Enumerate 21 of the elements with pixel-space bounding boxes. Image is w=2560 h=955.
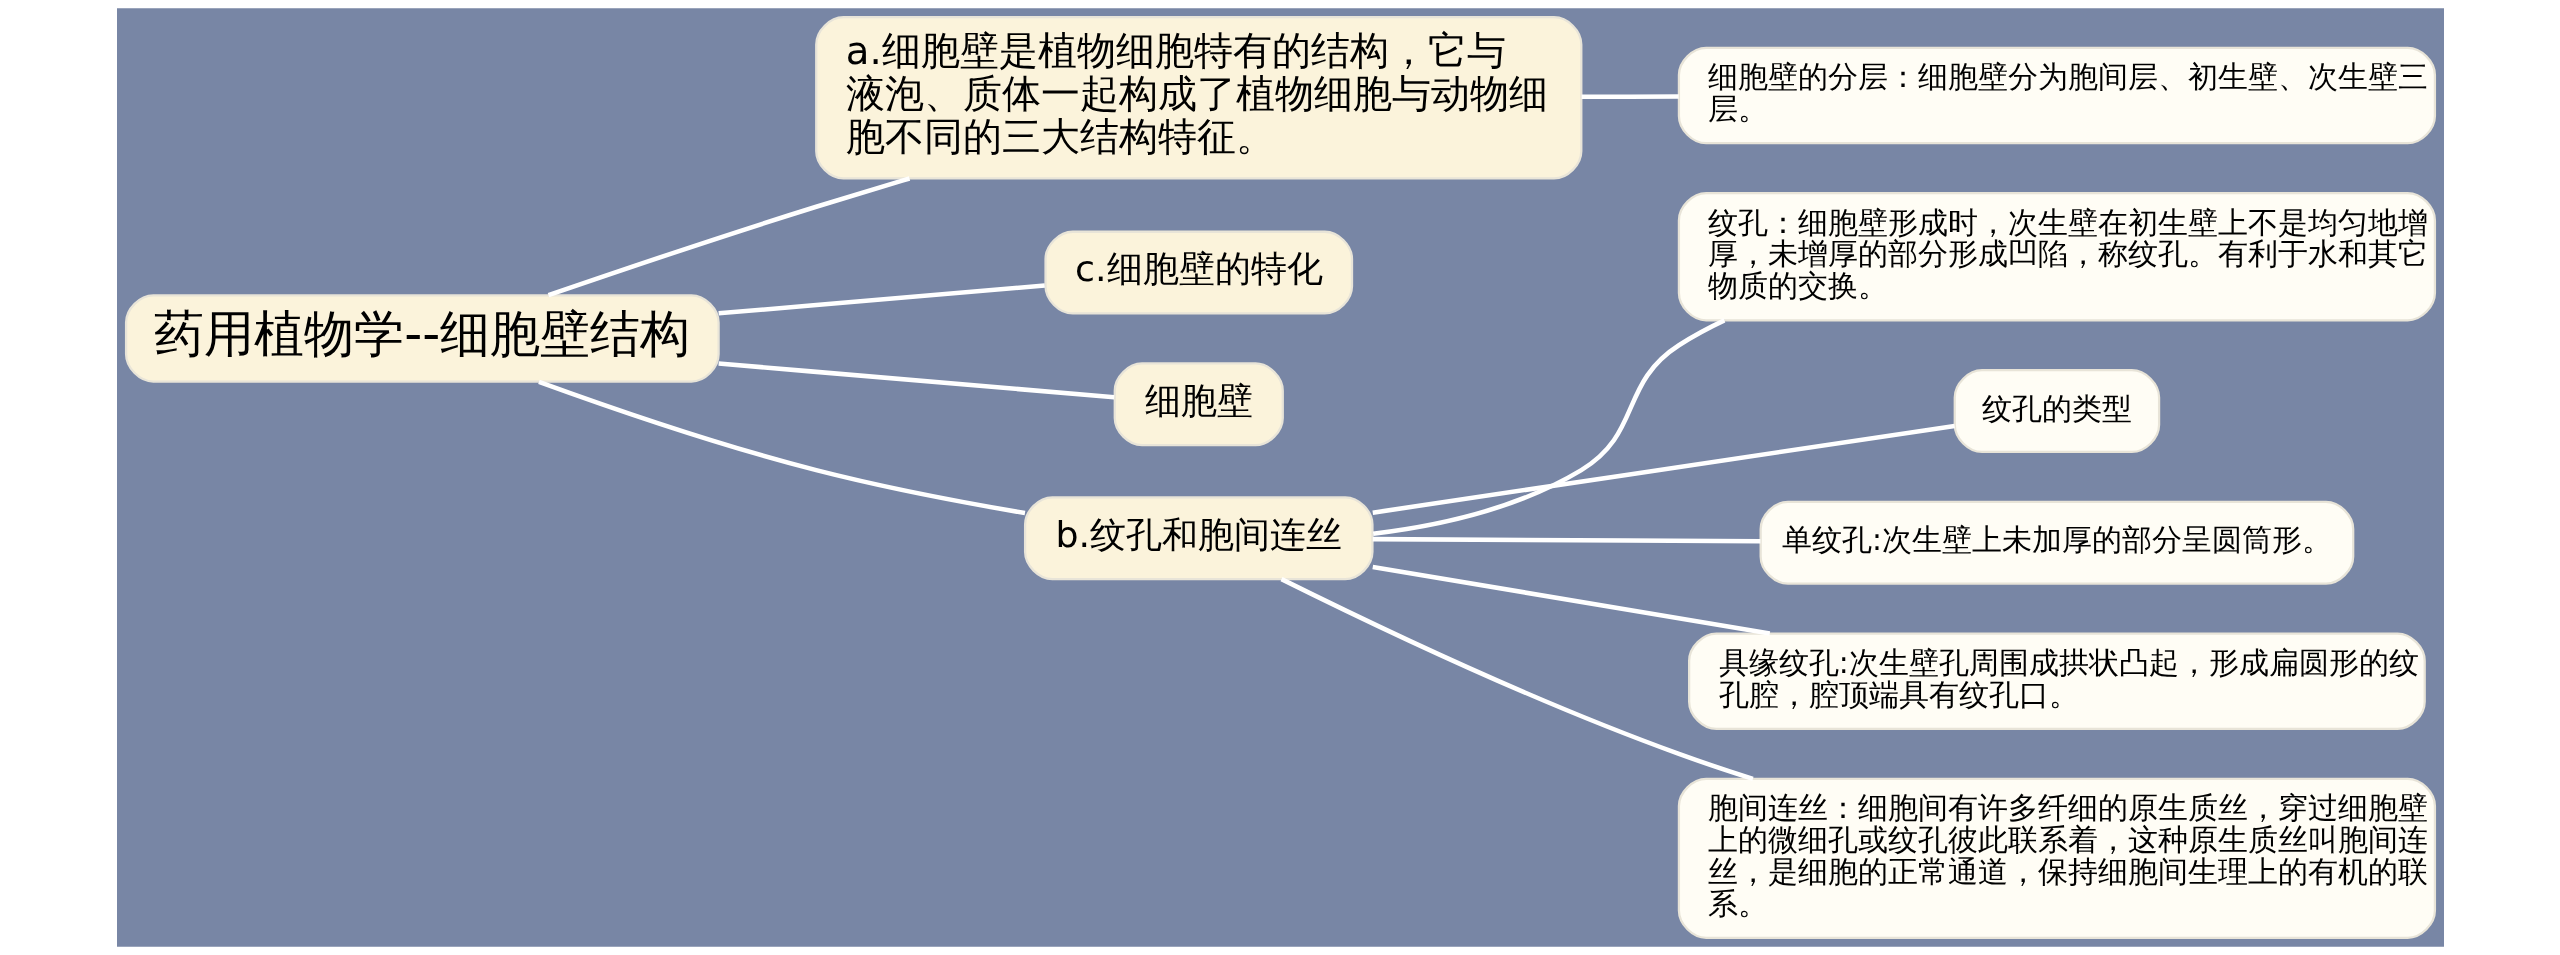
node-box: b.纹孔和胞间连丝: [1023, 496, 1374, 581]
node-box: 纹孔：细胞壁形成时，次生壁在初生壁上不是均匀地增厚，未增厚的部分形成凹陷，称纹孔。有利于水和其它物质的交换。: [1677, 192, 2436, 322]
connector: [717, 361, 1114, 400]
node-box: 具缘纹孔:次生壁孔周围成拱状凸起，形成扁圆形的纹孔腔，腔顶端具有纹孔口。: [1687, 632, 2426, 731]
connector: [717, 283, 1045, 316]
node-box: 细胞壁: [1113, 362, 1284, 447]
node-box: 细胞壁的分层：细胞壁分为胞间层、初生壁、次生壁三层。: [1677, 46, 2436, 145]
connector: [1371, 423, 1955, 515]
connector: [1280, 577, 1754, 782]
connector: [1581, 94, 1679, 100]
connector: [537, 379, 1025, 516]
connector: [1372, 536, 1760, 544]
node-box: 药用植物学--细胞壁结构: [124, 294, 720, 383]
node-box: 单纹孔:次生壁上未加厚的部分呈圆筒形。: [1759, 500, 2354, 585]
connector: [1372, 318, 1725, 536]
node-box: 胞间连丝：细胞间有许多纤细的原生质丝，穿过细胞壁上的微细孔或纹孔彼此联系着，这种原生质丝叫胞间连丝，是细胞的正常通道，保持细胞间生理上的有机的联系。: [1677, 777, 2436, 939]
node-box: 纹孔的类型: [1953, 369, 2160, 454]
connector: [547, 176, 910, 298]
node-box: a.细胞壁是植物细胞特有的结构，它与液泡、质体一起构成了植物细胞与动物细胞不同的三大结构特征。: [814, 16, 1582, 180]
node-box: c.细胞壁的特化: [1043, 230, 1353, 315]
connector: [1371, 564, 1770, 636]
